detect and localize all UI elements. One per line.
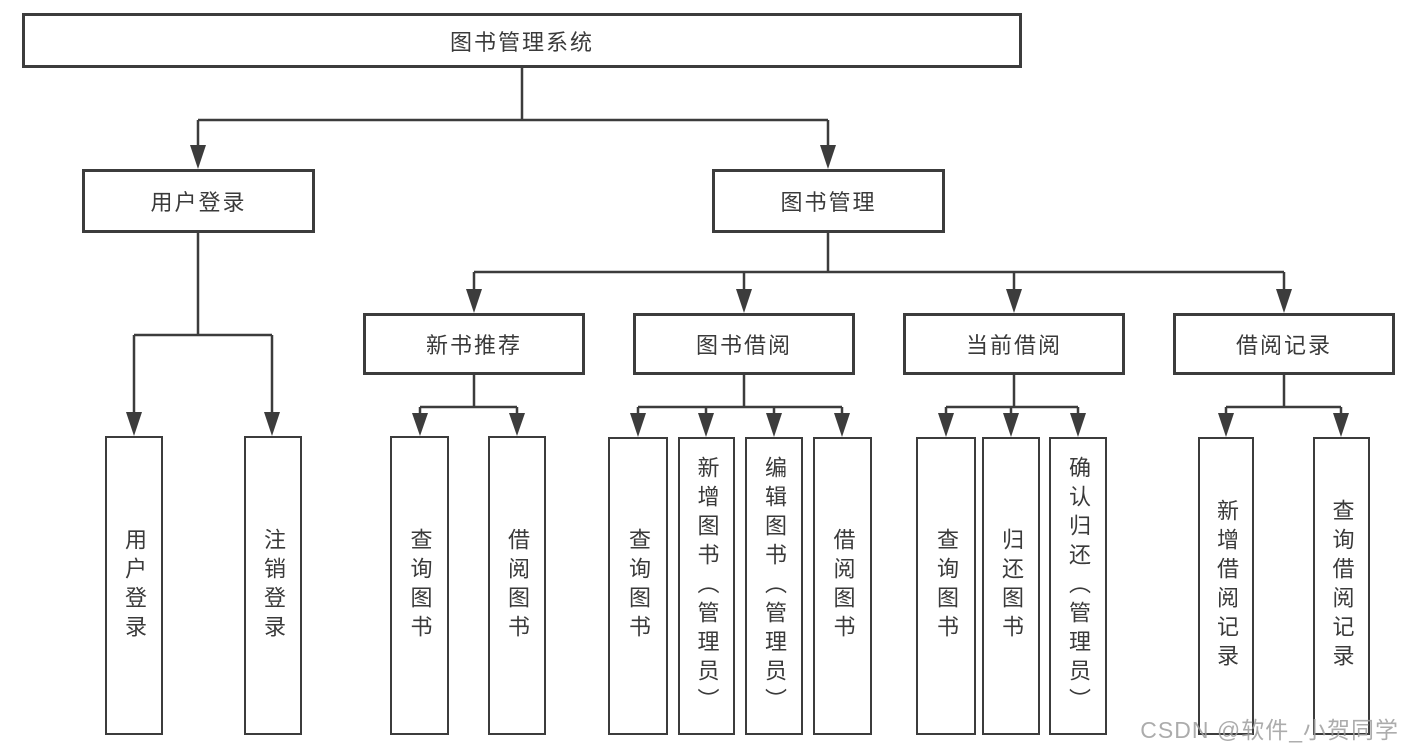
- leaf-borrow-books-recommend: 借阅图书: [488, 436, 546, 735]
- leaf-add-borrow-record: 新增借阅记录: [1198, 437, 1254, 735]
- leaf-query-books-borrow: 查询图书: [608, 437, 668, 735]
- leaf-return-books: 归还图书: [982, 437, 1040, 735]
- node-book-borrow: 图书借阅: [633, 313, 855, 375]
- node-new-book-recommend: 新书推荐: [363, 313, 585, 375]
- node-borrow-records: 借阅记录: [1173, 313, 1395, 375]
- leaf-query-books-current: 查询图书: [916, 437, 976, 735]
- node-book-management: 图书管理: [712, 169, 945, 233]
- node-user-login: 用户登录: [82, 169, 315, 233]
- leaf-logout: 注销登录: [244, 436, 302, 735]
- leaf-query-books-recommend: 查询图书: [390, 436, 449, 735]
- leaf-query-borrow-record: 查询借阅记录: [1313, 437, 1370, 735]
- node-library-management-system: 图书管理系统: [22, 13, 1022, 68]
- leaf-edit-books-admin: 编辑图书（管理员）: [745, 437, 803, 735]
- leaf-user-login: 用户登录: [105, 436, 163, 735]
- leaf-add-books-admin: 新增图书（管理员）: [678, 437, 735, 735]
- leaf-confirm-return-admin: 确认归还（管理员）: [1049, 437, 1107, 735]
- leaf-borrow-books: 借阅图书: [813, 437, 872, 735]
- csdn-watermark: CSDN @软件_小贺同学: [1140, 717, 1399, 743]
- node-current-borrow: 当前借阅: [903, 313, 1125, 375]
- arrowheads: [126, 145, 1349, 437]
